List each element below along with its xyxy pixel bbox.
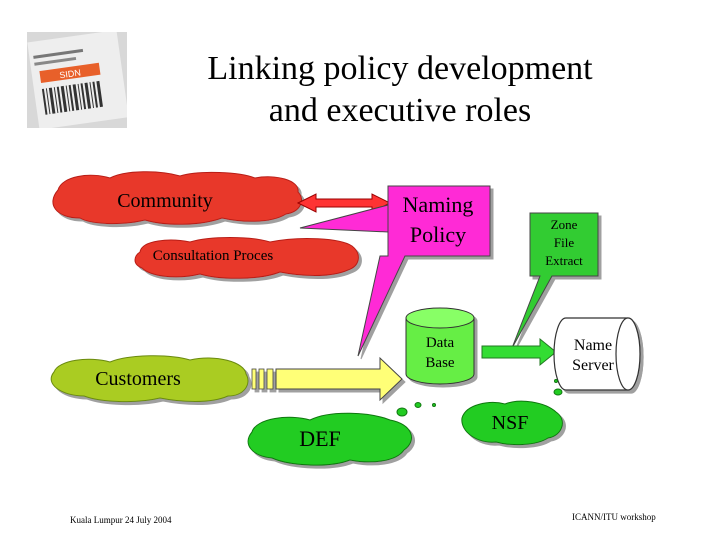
customers-arrow <box>251 356 403 402</box>
def-label: DEF <box>299 426 341 451</box>
database-line-2: Base <box>425 355 455 371</box>
nsf-label: NSF <box>491 412 529 434</box>
zone-file-line-3: Extract <box>545 253 583 268</box>
consultation-label: Consultation Proces <box>152 248 274 264</box>
naming-policy-callout <box>357 185 491 357</box>
name-server-cylinder <box>553 317 641 391</box>
zone-file-label: Zone File Extract <box>530 216 598 270</box>
name-server-label: Name Server <box>560 336 626 376</box>
db-to-server-arrow <box>481 337 557 367</box>
database-line-1: Data <box>425 335 455 351</box>
community-label: Community <box>117 190 213 212</box>
naming-policy-line-1: Naming <box>402 192 474 217</box>
logo-text: SIDN <box>59 67 82 80</box>
name-server-line-2: Server <box>572 357 614 374</box>
zone-file-callout <box>511 212 599 349</box>
zone-file-line-2: File <box>553 235 575 250</box>
name-server-line-1: Name <box>573 337 613 354</box>
customers-cloud <box>50 355 249 403</box>
naming-policy-line-2: Policy <box>409 222 467 247</box>
naming-policy-label: Naming Policy <box>388 190 488 250</box>
footer-left: Kuala Lumpur 24 July 2004 <box>70 515 172 525</box>
community-cloud <box>52 171 302 225</box>
footer-right: ICANN/ITU workshop <box>572 512 656 522</box>
slide-title: Linking policy development and executive… <box>150 48 650 132</box>
database-label: Data Base <box>406 333 474 373</box>
database-cylinder <box>405 307 475 385</box>
def-thought-cloud <box>247 402 436 466</box>
customers-label: Customers <box>95 368 181 390</box>
consultation-cloud <box>134 237 359 279</box>
zone-file-line-1: Zone <box>550 217 578 232</box>
title-line-1: Linking policy development <box>207 50 593 87</box>
naming-policy-pointer <box>299 204 389 233</box>
nsf-thought-cloud <box>461 379 563 446</box>
sidn-logo: SIDN <box>27 32 127 128</box>
title-line-2: and executive roles <box>268 92 532 129</box>
